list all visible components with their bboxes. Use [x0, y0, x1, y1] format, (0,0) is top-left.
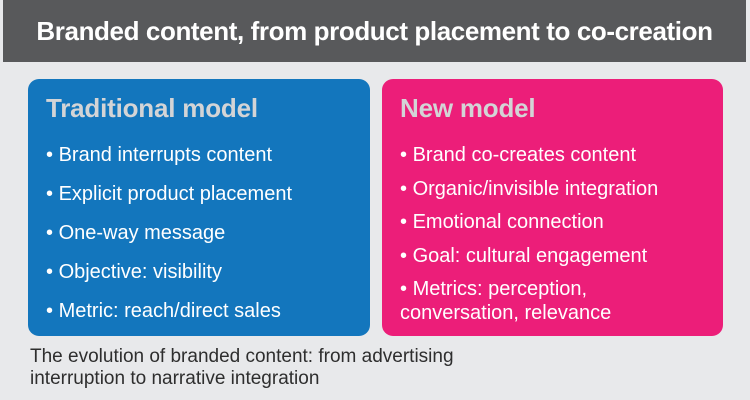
bullet-item: Metrics: perception, conversation, relev… — [400, 278, 708, 325]
card-traditional-model: Traditional model Brand interrupts conte… — [28, 79, 370, 336]
new-bullet-list: Brand co-creates content Organic/invisib… — [398, 144, 708, 326]
bullet-item: Organic/invisible integration — [400, 178, 708, 202]
bullet-item: One-way message — [46, 222, 355, 244]
caption-text: The evolution of branded content: from a… — [30, 346, 454, 389]
bullet-item: Brand interrupts content — [46, 144, 355, 166]
card-traditional-title: Traditional model — [46, 93, 258, 123]
bullet-item: Emotional connection — [400, 211, 708, 235]
header-bar: Branded content, from product placement … — [3, 0, 746, 62]
bullet-item: Explicit product placement — [46, 183, 355, 205]
card-new-model: New model Brand co-creates content Organ… — [382, 79, 723, 336]
traditional-bullet-list: Brand interrupts content Explicit produc… — [44, 144, 355, 322]
page-title: Branded content, from product placement … — [36, 15, 713, 46]
bullet-item: Goal: cultural engagement — [400, 245, 708, 269]
card-new-title: New model — [400, 93, 536, 123]
bullet-item: Brand co-creates content — [400, 144, 708, 168]
bullet-item: Objective: visibility — [46, 261, 355, 283]
bullet-item: Metric: reach/direct sales — [46, 300, 355, 322]
